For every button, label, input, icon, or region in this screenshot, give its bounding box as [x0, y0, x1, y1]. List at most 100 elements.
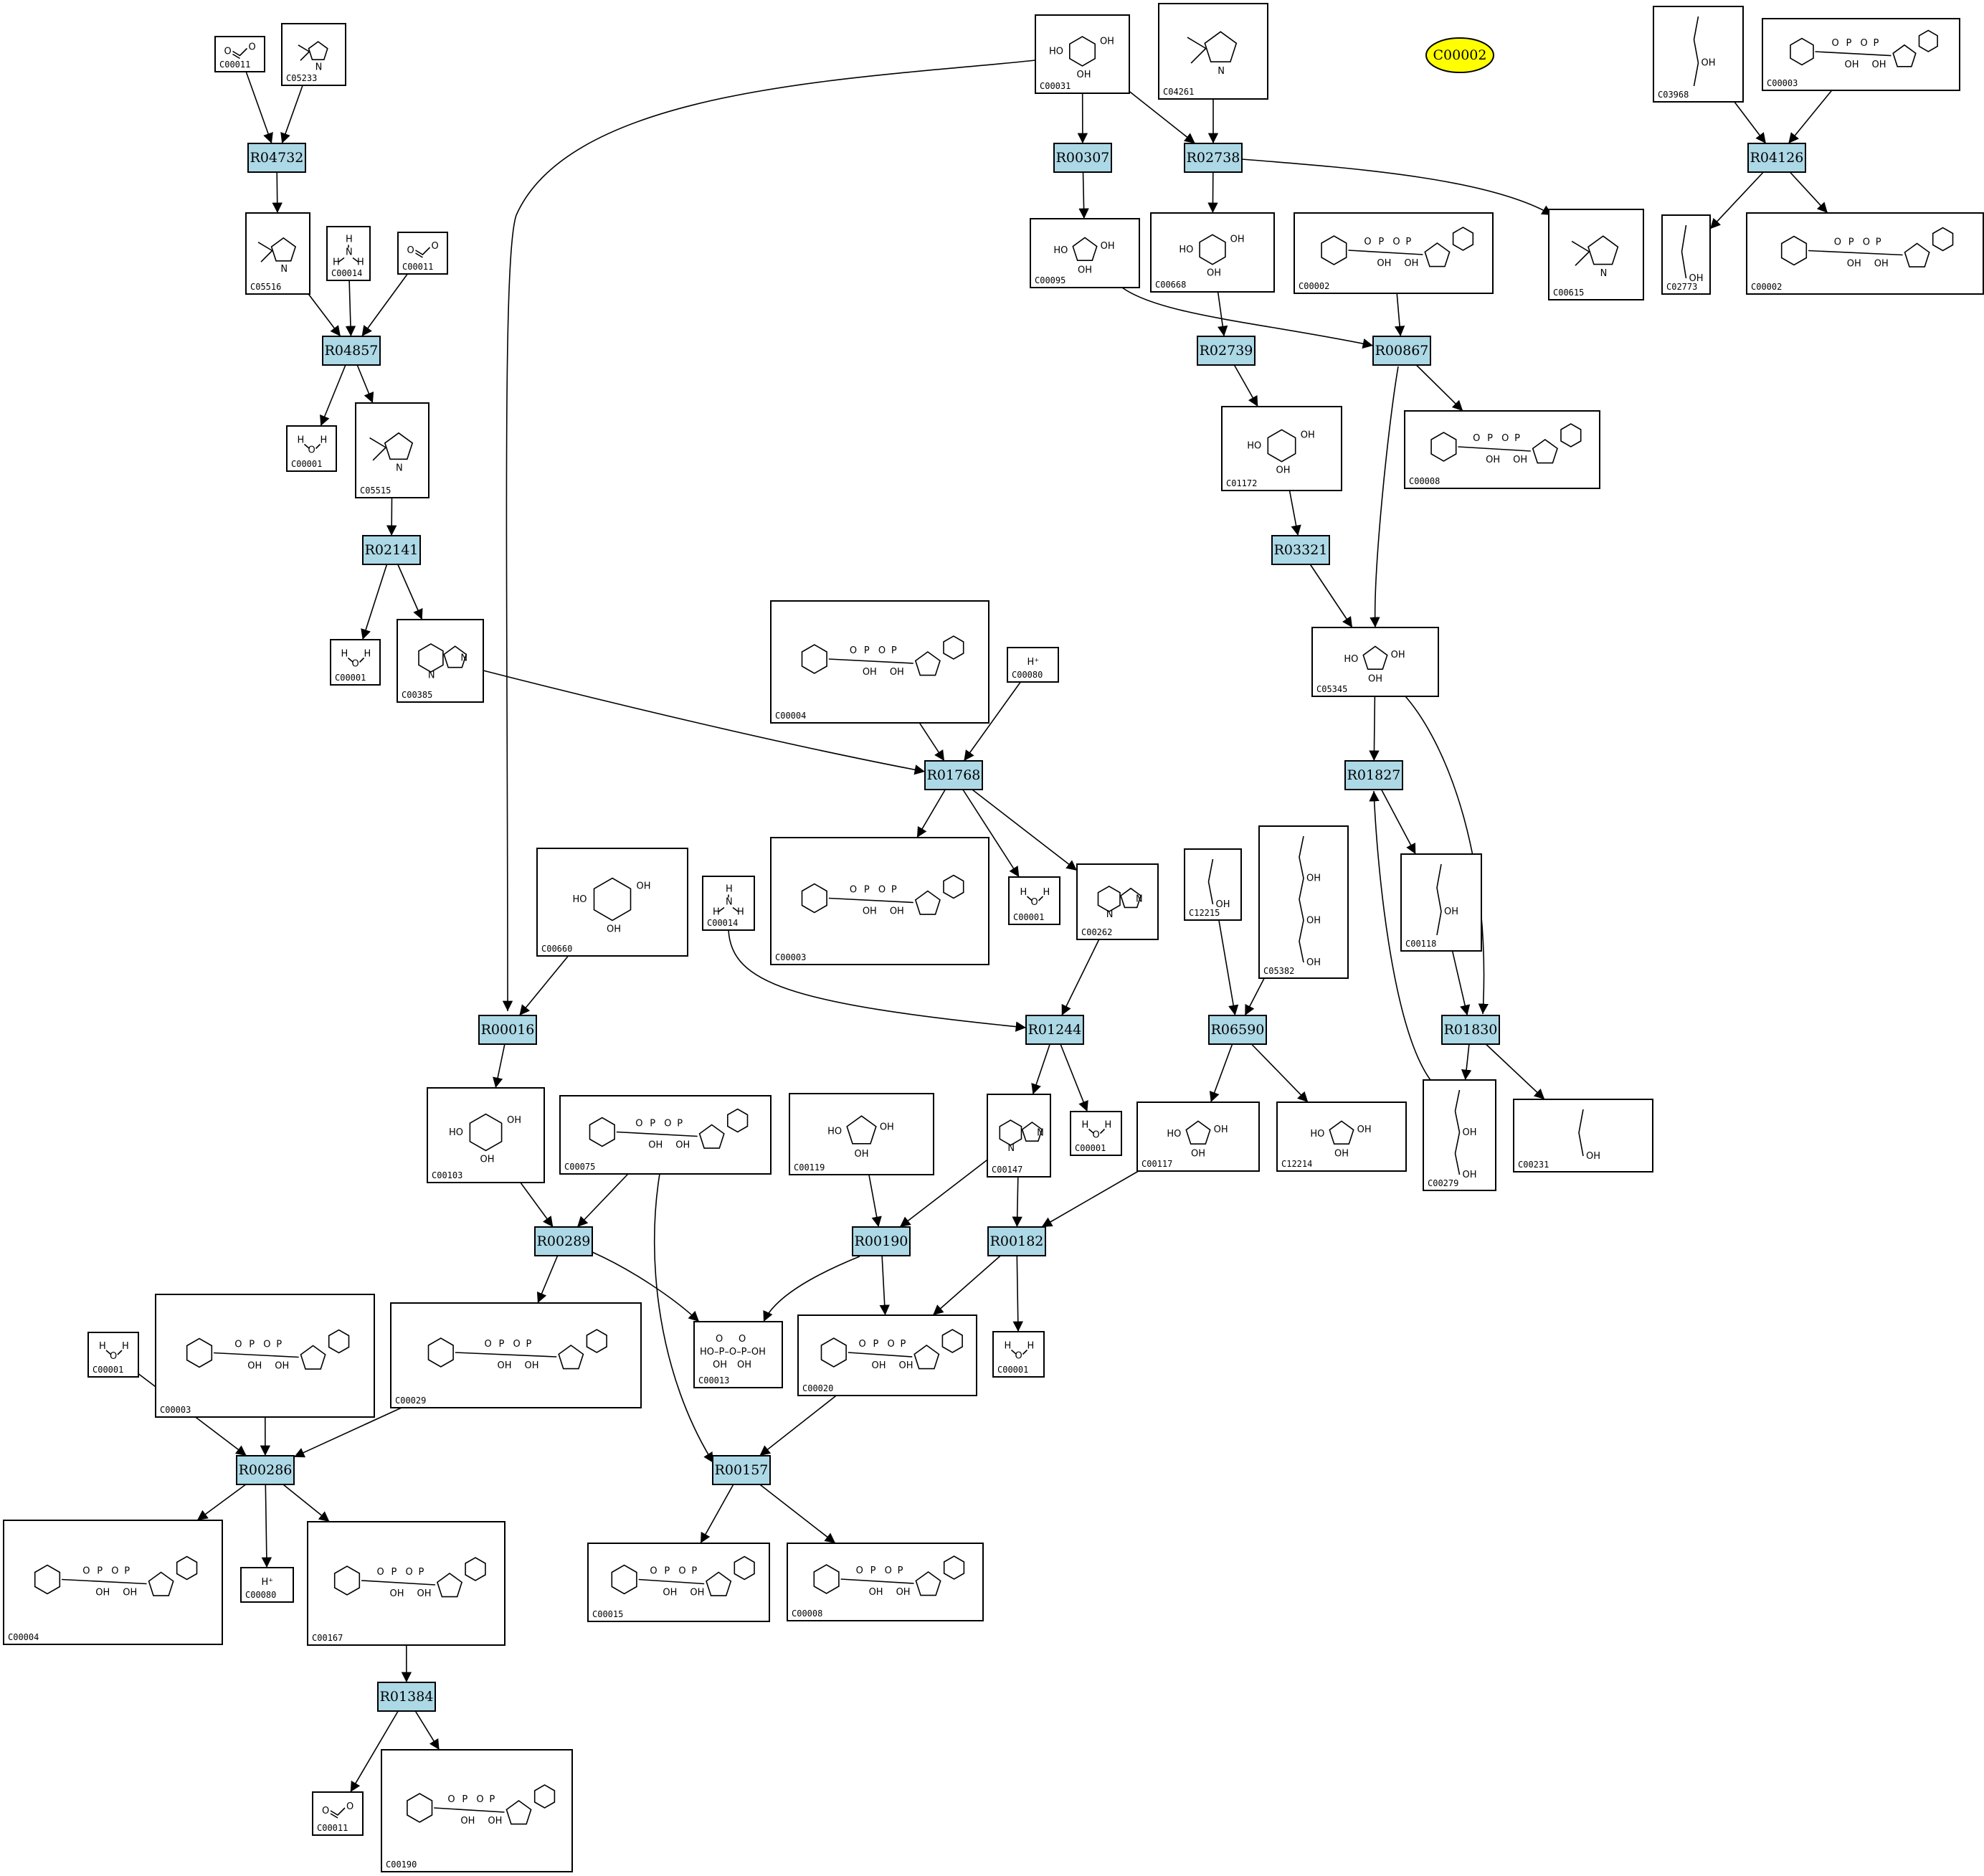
reaction-node-r00157[interactable]: R00157: [712, 1455, 771, 1485]
reaction-box[interactable]: [1208, 1015, 1267, 1045]
compound-box[interactable]: [397, 232, 448, 275]
reaction-box[interactable]: [987, 1226, 1046, 1256]
reaction-box[interactable]: [712, 1455, 771, 1485]
reaction-node-r00867[interactable]: R00867: [1372, 336, 1431, 366]
compound-box[interactable]: [1150, 212, 1275, 293]
compound-box[interactable]: [536, 848, 688, 957]
compound-box[interactable]: [1276, 1102, 1407, 1172]
reaction-node-r00289[interactable]: R00289: [534, 1226, 593, 1256]
compound-box[interactable]: [992, 1331, 1045, 1378]
reaction-box[interactable]: [852, 1226, 911, 1256]
reaction-box[interactable]: [362, 535, 421, 565]
compound-box[interactable]: [326, 226, 371, 281]
reaction-box[interactable]: [1197, 336, 1256, 366]
compound-box[interactable]: [240, 1567, 294, 1603]
compound-box[interactable]: [1258, 825, 1349, 979]
compound-box[interactable]: [1070, 1111, 1122, 1156]
compound-box[interactable]: [702, 876, 755, 931]
compound-box[interactable]: [1158, 3, 1268, 100]
reaction-node-r01768[interactable]: R01768: [924, 760, 983, 790]
reaction-box[interactable]: [236, 1455, 295, 1485]
reaction-box[interactable]: [1747, 143, 1806, 173]
compound-box[interactable]: [281, 23, 346, 86]
reaction-box[interactable]: [1271, 535, 1330, 565]
reaction-node-r00286[interactable]: R00286: [236, 1455, 295, 1485]
compound-box[interactable]: [355, 402, 429, 498]
compound-box[interactable]: [1030, 218, 1140, 288]
compound-box[interactable]: [330, 639, 381, 686]
reaction-box[interactable]: [1053, 143, 1112, 173]
highlight-ellipse[interactable]: [1425, 37, 1494, 73]
reaction-box[interactable]: [1025, 1015, 1084, 1045]
reaction-node-r02141[interactable]: R02141: [362, 535, 421, 565]
compound-box[interactable]: [397, 619, 484, 703]
reaction-node-r01830[interactable]: R01830: [1441, 1015, 1500, 1045]
reaction-node-r02738[interactable]: R02738: [1184, 143, 1243, 173]
reaction-node-r00190[interactable]: R00190: [852, 1226, 911, 1256]
compound-box[interactable]: [1008, 876, 1060, 925]
reaction-node-r06590[interactable]: R06590: [1208, 1015, 1267, 1045]
compound-box[interactable]: [1076, 863, 1159, 940]
compound-node-c00080b[interactable]: H⁺C00080: [240, 1567, 294, 1603]
compound-node-c00080a[interactable]: H⁺C00080: [1007, 647, 1059, 683]
reaction-box[interactable]: [478, 1015, 537, 1045]
reaction-node-r01244[interactable]: R01244: [1025, 1015, 1084, 1045]
reaction-box[interactable]: [377, 1682, 436, 1712]
reaction-node-r01827[interactable]: R01827: [1344, 760, 1403, 790]
reaction-box[interactable]: [534, 1226, 593, 1256]
compound-box[interactable]: [312, 1791, 364, 1836]
reaction-box[interactable]: [1184, 143, 1243, 173]
compound-box[interactable]: [1136, 1102, 1260, 1172]
reaction-node-r04732[interactable]: R04732: [247, 143, 306, 173]
reaction-box[interactable]: [322, 336, 381, 366]
reaction-node-r04126[interactable]: R04126: [1747, 143, 1806, 173]
reaction-box[interactable]: [924, 760, 983, 790]
compound-box[interactable]: [1007, 647, 1059, 683]
compound-box[interactable]: [427, 1087, 545, 1183]
compound-box[interactable]: [1221, 406, 1342, 491]
compound-box[interactable]: [1400, 853, 1482, 952]
reaction-node-r00307[interactable]: R00307: [1053, 143, 1112, 173]
reaction-node-r02739[interactable]: R02739: [1197, 336, 1256, 366]
compound-box[interactable]: [693, 1321, 783, 1388]
